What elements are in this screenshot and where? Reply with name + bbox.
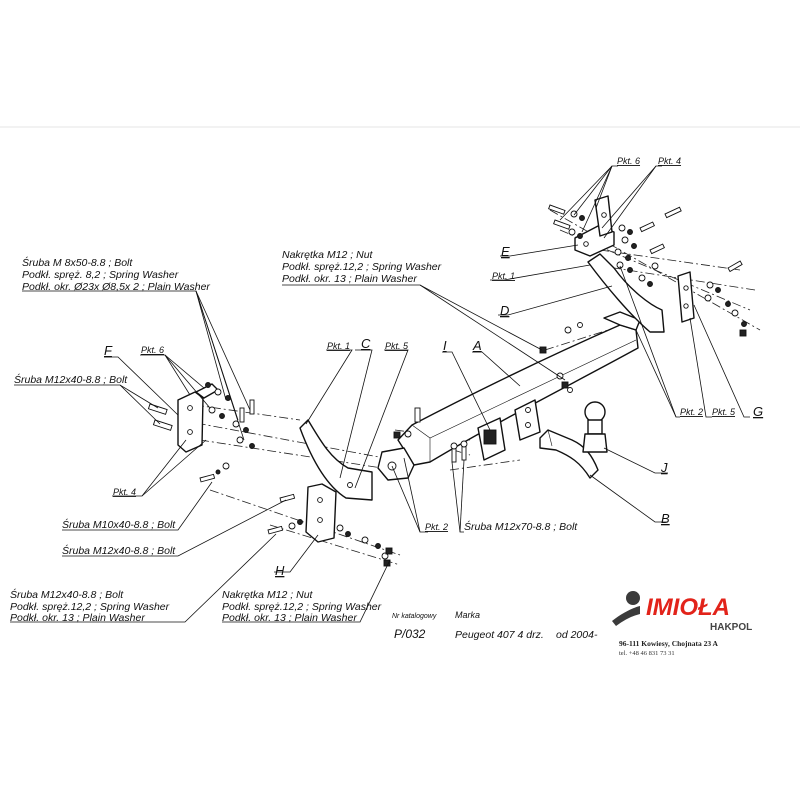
label-sruba-m10x40: Śruba M10x40-8.8 ; Bolt xyxy=(62,518,176,531)
catalog-number: P/032 xyxy=(394,627,426,641)
part-letters: F C I A H E D G J B xyxy=(104,244,763,578)
vehicle-model: Peugeot 407 4 drz. xyxy=(455,629,544,641)
part-descriptions: Śruba M 8x50-8.8 ; Bolt Podkł. spręż. 8,… xyxy=(10,249,578,624)
label-E: E xyxy=(501,244,510,259)
label-plain-washer-lower-left: Podkł. okr. 13 ; Plain Washer xyxy=(10,612,145,624)
right-side-arm-D xyxy=(587,253,665,333)
vehicle-year: od 2004- xyxy=(556,629,598,641)
label-pkt4-right: Pkt. 4 xyxy=(658,156,681,166)
label-pkt4-left: Pkt. 4 xyxy=(113,487,136,497)
left-bracket-F xyxy=(177,391,204,453)
label-pkt2-right: Pkt. 2 xyxy=(680,407,703,417)
label-podkl-okr-23: Podkł. okr. Ø23x Ø8,5x 2 ; Plain Washer xyxy=(22,281,210,293)
label-sruba-m12x40-left: Śruba M12x40-8.8 ; Bolt xyxy=(14,373,128,386)
label-C: C xyxy=(361,336,371,351)
label-nut-upper: Nakrętka M12 ; Nut xyxy=(282,249,374,261)
label-sruba-m12x70: Śruba M12x70-8.8 ; Bolt xyxy=(464,520,578,533)
brand-address: 96-111 Kowiesy, Chojnata 23 A xyxy=(619,639,719,648)
label-B: B xyxy=(661,511,670,526)
brand-phone: tel. +48 46 831 73 31 xyxy=(619,650,675,657)
label-D: D xyxy=(500,303,509,318)
label-I: I xyxy=(443,338,447,353)
label-pkt5-middle: Pkt. 5 xyxy=(385,341,409,351)
tow-ball-logo-icon xyxy=(612,591,640,626)
label-pkt1-middle: Pkt. 1 xyxy=(327,341,350,351)
brand-logo: IMIOŁA HAKPOL 96-111 Kowiesy, Chojnata 2… xyxy=(612,591,752,657)
label-sruba-m12x40-lower: Śruba M12x40-8.8 ; Bolt xyxy=(10,588,124,601)
catalog-brand-label: Marka xyxy=(455,610,480,620)
leader-lines xyxy=(10,165,750,623)
brand-sub: HAKPOL xyxy=(710,622,752,633)
label-pkt2-left: Pkt. 2 xyxy=(425,522,448,532)
label-J: J xyxy=(660,460,668,475)
fastener-hardware xyxy=(147,204,747,567)
hitch-arm-B xyxy=(539,429,599,479)
mounting-plate-H xyxy=(305,483,337,543)
label-spring-washer-lower-right: Podkł. spręż.12,2 ; Spring Washer xyxy=(222,601,382,613)
right-plate-G xyxy=(677,271,695,323)
label-G: G xyxy=(753,404,763,419)
label-pkt1-right: Pkt. 1 xyxy=(492,271,515,281)
label-F: F xyxy=(104,343,113,358)
label-pkt6-left: Pkt. 6 xyxy=(141,345,164,355)
label-podkl-sprez-82: Podkł. spręż. 8,2 ; Spring Washer xyxy=(22,269,179,281)
label-H: H xyxy=(275,563,285,578)
label-plain-washer-upper: Podkł. okr. 13 ; Plain Washer xyxy=(282,273,417,285)
catalog-info: Nr katalogowy Marka P/032 Peugeot 407 4 … xyxy=(392,610,598,641)
label-spring-washer-upper: Podkł. spręż.12,2 ; Spring Washer xyxy=(282,261,442,273)
brand-name: IMIOŁA xyxy=(646,594,730,621)
label-pkt5-right: Pkt. 5 xyxy=(712,407,736,417)
label-nut-lower: Nakrętka M12 ; Nut xyxy=(222,589,314,601)
label-pkt6-right: Pkt. 6 xyxy=(617,156,640,166)
label-A: A xyxy=(472,338,482,353)
main-crossbar-A xyxy=(377,311,641,481)
label-plain-washer-lower-right: Podkł. okr. 13 ; Plain Washer xyxy=(222,612,357,624)
left-side-bracket-C xyxy=(299,419,373,501)
label-sruba-m8: Śruba M 8x50-8.8 ; Bolt xyxy=(22,256,133,269)
point-labels: Pkt. 6 Pkt. 1 Pkt. 5 Pkt. 4 Pkt. 2 Pkt. … xyxy=(113,156,736,532)
catalog-number-label: Nr katalogowy xyxy=(392,613,437,620)
label-sruba-m12x40-middle: Śruba M12x40-8.8 ; Bolt xyxy=(62,544,176,557)
tow-ball-J xyxy=(582,401,608,453)
assembly-axis-lines xyxy=(179,209,761,566)
label-spring-washer-lower-left: Podkł. spręż.12,2 ; Spring Washer xyxy=(10,601,170,613)
bracket-C-hole xyxy=(347,482,353,488)
